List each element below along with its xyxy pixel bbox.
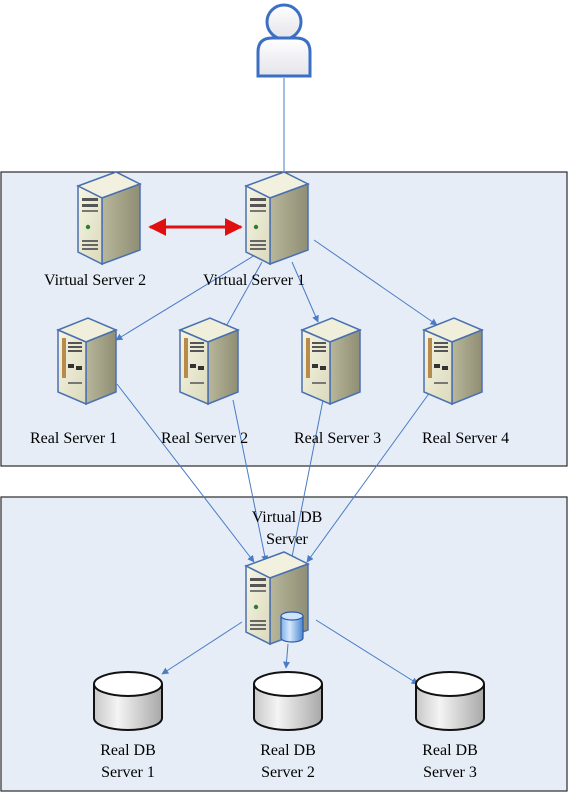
vdb-to-rdb3-line bbox=[315, 619, 419, 685]
real-server-2-label: Real Server 2 bbox=[161, 430, 249, 447]
database-cylinder-icon bbox=[280, 611, 304, 643]
rs2-to-vdb-line bbox=[232, 399, 269, 563]
real-db-server-3-label-line1: Real DB bbox=[422, 742, 478, 759]
real-db-server-1-label-line1: Real DB bbox=[100, 742, 156, 759]
connector-lines bbox=[115, 78, 438, 685]
virtual-server-1-icon bbox=[245, 171, 309, 265]
real-db-server-2-disk-icon bbox=[253, 671, 323, 731]
real-server-3-icon bbox=[301, 317, 361, 405]
real-db-server-1-label-line2: Server 1 bbox=[101, 764, 155, 781]
virtual-server-1-label: Virtual Server 1 bbox=[203, 272, 306, 289]
real-server-4-label: Real Server 4 bbox=[422, 430, 510, 447]
real-db-server-3-label-line2: Server 3 bbox=[423, 764, 477, 781]
vs1-to-rs2-line bbox=[223, 261, 263, 331]
vs1-to-rs3-line bbox=[291, 261, 319, 323]
real-server-1-label: Real Server 1 bbox=[30, 430, 118, 447]
real-db-server-2-label-line2: Server 2 bbox=[261, 764, 315, 781]
vs1-to-rs4-line bbox=[313, 239, 438, 326]
rs4-to-vdb-line bbox=[306, 387, 434, 563]
user-icon bbox=[256, 3, 312, 78]
virtual-server-2-icon bbox=[77, 171, 141, 265]
virtual-db-server-label-line1: Virtual DB bbox=[251, 509, 323, 526]
vdb-to-rdb2-line bbox=[283, 643, 291, 669]
db-tier-panel bbox=[0, 496, 568, 792]
real-server-1-icon bbox=[57, 317, 117, 405]
vdb-to-rdb1-line bbox=[161, 621, 243, 675]
rs3-to-vdb-line bbox=[288, 399, 324, 563]
real-db-server-3-disk-icon bbox=[415, 671, 485, 731]
vs1-to-rs1-line bbox=[115, 254, 256, 341]
real-db-server-2-label: Real DB Server 2 bbox=[238, 740, 338, 784]
virtual-server-2-label: Virtual Server 2 bbox=[44, 272, 147, 289]
real-server-4-icon bbox=[423, 317, 483, 405]
real-server-3-label: Real Server 3 bbox=[294, 430, 382, 447]
rs1-to-vdb-line bbox=[116, 383, 255, 563]
real-db-server-2-label-line1: Real DB bbox=[260, 742, 316, 759]
real-db-server-1-disk-icon bbox=[93, 671, 163, 731]
real-db-server-3-label: Real DB Server 3 bbox=[400, 740, 500, 784]
virtual-db-server-label: Virtual DB Server bbox=[237, 507, 337, 551]
virtual-db-server-label-line2: Server bbox=[266, 531, 308, 548]
real-server-2-icon bbox=[179, 317, 239, 405]
real-db-server-1-label: Real DB Server 1 bbox=[78, 740, 178, 784]
